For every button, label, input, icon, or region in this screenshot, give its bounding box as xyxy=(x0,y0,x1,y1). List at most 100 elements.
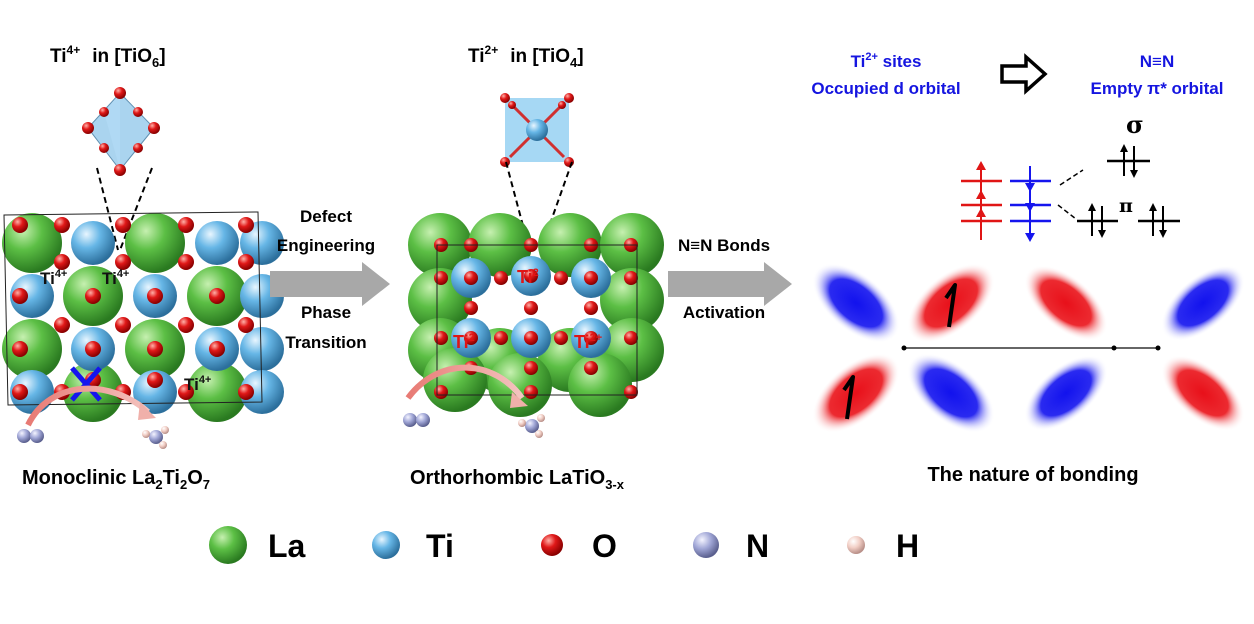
o-atom xyxy=(54,317,70,333)
arrow1-label: Engineering xyxy=(277,236,375,255)
o-atom xyxy=(12,341,28,357)
la-atom xyxy=(488,353,552,417)
n2-label: N≡N xyxy=(1140,52,1174,71)
o-atom xyxy=(115,317,131,333)
arrow1-label: Phase xyxy=(301,303,351,322)
h-legend-swatch xyxy=(847,536,865,554)
o-atom xyxy=(524,385,538,399)
o-atom xyxy=(12,288,28,304)
vacancy-cross-icon xyxy=(70,366,102,402)
la-atom xyxy=(187,362,247,422)
caption-monoclinic: Monoclinic La2Ti2O7 xyxy=(22,467,210,492)
o-atom xyxy=(464,271,478,285)
empty-orbital-label: Empty π* orbital xyxy=(1091,79,1224,98)
arrow2-label: N≡N Bonds xyxy=(678,236,770,255)
reaction-curve-arrow xyxy=(25,385,150,427)
nh3-molecule xyxy=(142,426,169,449)
o-atom xyxy=(238,317,254,333)
o-atom xyxy=(584,271,598,285)
o-atom xyxy=(524,331,538,345)
reaction-curve-arrow xyxy=(405,364,525,400)
tio4-square-unit xyxy=(500,93,574,167)
o-atom xyxy=(434,331,448,345)
lattice-monoclinic xyxy=(2,211,284,422)
o-atom xyxy=(178,384,194,400)
arrow2-label: Activation xyxy=(683,303,765,322)
o-atom xyxy=(115,254,131,270)
panel2-title: Ti2+in [TiO4] xyxy=(468,43,584,70)
ti4-label: Ti4+ xyxy=(40,268,67,288)
n2-molecule xyxy=(403,413,430,427)
o-atom xyxy=(554,271,568,285)
ti2-label: Ti2 xyxy=(453,332,475,352)
ti-legend-swatch xyxy=(372,531,400,559)
o-atom xyxy=(524,269,538,283)
la-atom xyxy=(423,348,487,412)
orbital-overlap-diagram xyxy=(812,263,1245,433)
o-atom xyxy=(209,341,225,357)
arrow-bond-activation: N≡N Bonds Activation xyxy=(668,236,792,322)
o-atom xyxy=(624,331,638,345)
panel-orthorhombic: Ti2+in [TiO4] Ti2 Ti2 Ti2+ xyxy=(403,43,664,492)
legend-label: N xyxy=(746,528,769,564)
o-atom xyxy=(434,271,448,285)
o-atom xyxy=(494,331,508,345)
ti-atom xyxy=(195,221,239,265)
legend-label: La xyxy=(268,528,306,564)
donation-arrow-icon xyxy=(1000,53,1048,95)
o-atom xyxy=(624,271,638,285)
n2-molecule xyxy=(17,429,44,443)
o-atom xyxy=(147,372,163,388)
o-atom xyxy=(584,331,598,345)
o-atom xyxy=(12,384,28,400)
o-atom xyxy=(624,385,638,399)
panel-monoclinic: Ti4+in [TiO6] Ti4+ Ti4+ Ti4+ xyxy=(2,43,284,492)
arrow-defect-engineering: Defect Engineering Phase Transition xyxy=(270,207,390,352)
legend-label: Ti xyxy=(426,528,454,564)
caption-orthorhombic: Orthorhombic LaTiO3-x xyxy=(410,467,625,492)
la-atom xyxy=(2,213,62,273)
o-atom xyxy=(54,217,70,233)
o-atom xyxy=(85,288,101,304)
o-atom xyxy=(238,384,254,400)
ti2-label: Ti2+ xyxy=(574,332,602,352)
energy-level-diagram xyxy=(961,144,1180,242)
o-atom xyxy=(12,217,28,233)
o-atom xyxy=(524,361,538,375)
panel-bonding: Ti2+ sites Occupied d orbital N≡N Empty … xyxy=(811,51,1245,486)
panel1-title: Ti4+in [TiO6] xyxy=(50,43,166,70)
ti4-label: Ti4+ xyxy=(184,374,211,394)
o-atom xyxy=(209,288,225,304)
ti2-label: Ti2 xyxy=(517,267,539,287)
caption-bonding: The nature of bonding xyxy=(927,464,1138,486)
o-atom xyxy=(464,301,478,315)
ti-atom xyxy=(240,327,284,371)
o-atom xyxy=(238,217,254,233)
o-atom xyxy=(54,254,70,270)
o-atom xyxy=(524,301,538,315)
la-atom xyxy=(125,213,185,273)
o-atom xyxy=(147,288,163,304)
o-atom xyxy=(238,254,254,270)
la-atom xyxy=(600,268,664,332)
o-atom xyxy=(494,271,508,285)
ti-atom xyxy=(10,274,54,318)
o-atom xyxy=(434,385,448,399)
ti-atom xyxy=(71,221,115,265)
legend-label: H xyxy=(896,528,919,564)
tio6-octahedron xyxy=(82,87,160,176)
la-atom xyxy=(2,319,62,379)
legend-label: O xyxy=(592,528,617,564)
o-atom xyxy=(147,341,163,357)
legend: La Ti O N H xyxy=(209,526,919,564)
nh3-molecule xyxy=(518,414,545,438)
o-atom xyxy=(85,341,101,357)
arrow1-label: Transition xyxy=(285,333,366,352)
n-legend-swatch xyxy=(693,532,719,558)
o-atom xyxy=(584,301,598,315)
o-atom xyxy=(115,217,131,233)
o-legend-swatch xyxy=(541,534,563,556)
o-atom xyxy=(178,217,194,233)
o-atom xyxy=(554,331,568,345)
arrow1-label: Defect xyxy=(300,207,352,226)
